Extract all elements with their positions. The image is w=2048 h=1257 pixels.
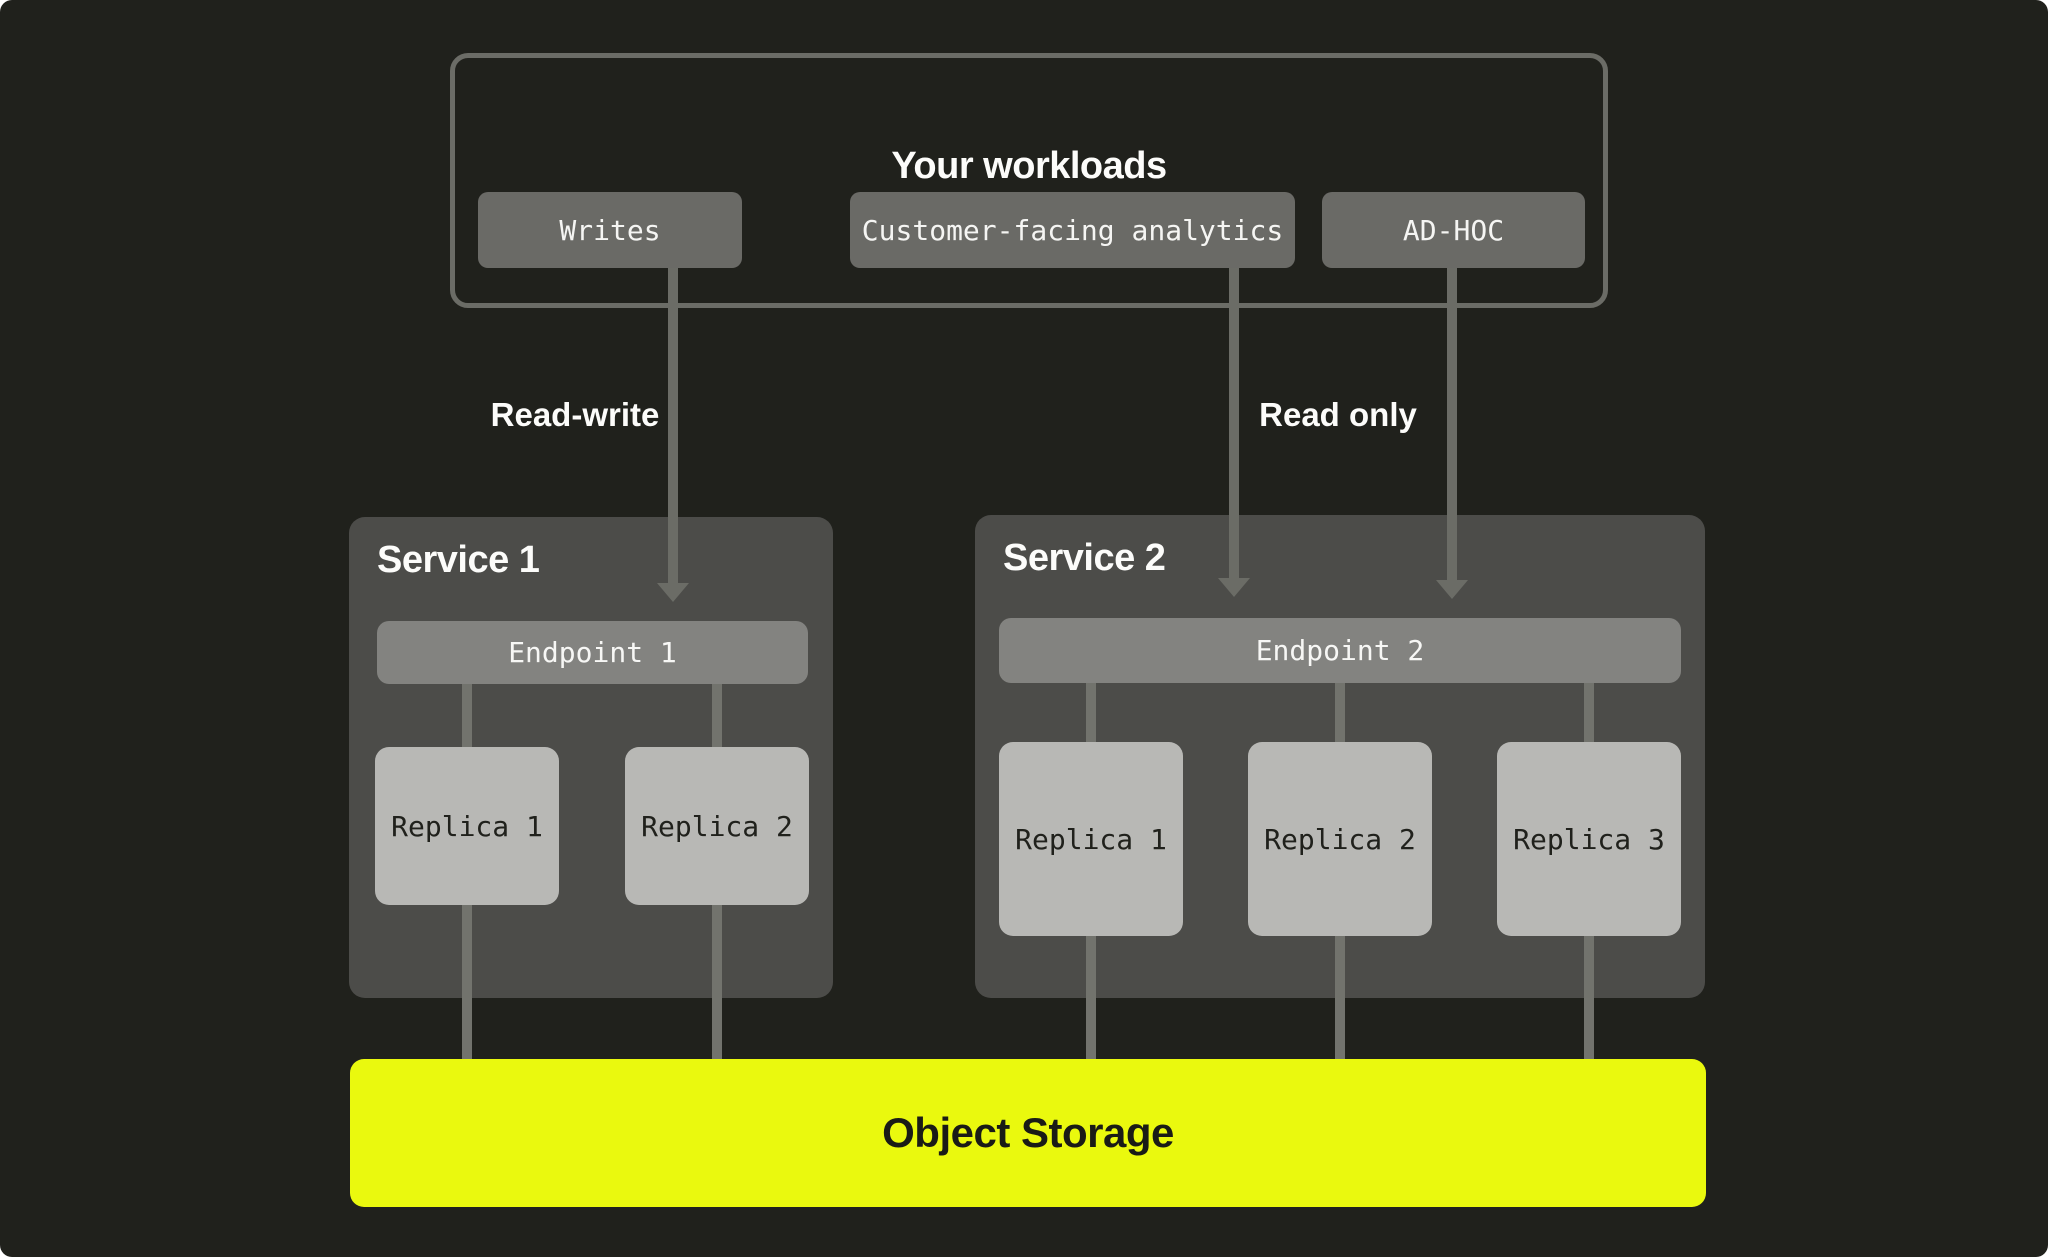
service-1-replica-2-node: Replica 2 [625, 747, 809, 905]
read-write-label: Read-write [490, 396, 660, 433]
workload-node-customer-facing-analytics: Customer-facing analytics [850, 192, 1295, 268]
endpoint-2-node: Endpoint 2 [999, 618, 1681, 683]
workloads-title: Your workloads [891, 145, 1167, 187]
service-2-replica-2-node: Replica 2 [1248, 742, 1432, 936]
workload-node-writes: Writes [478, 192, 742, 268]
service-2-title: Service 2 [1003, 537, 1166, 579]
endpoint-1-node: Endpoint 1 [377, 621, 808, 684]
arrow-line-analytics-to-endpoint2 [1229, 268, 1239, 579]
arrow-line-writes-to-endpoint1 [668, 268, 678, 584]
read-only-label: Read only [1259, 396, 1417, 433]
arrow-down-icon [1218, 578, 1250, 597]
service-2-replica-1-node: Replica 1 [999, 742, 1183, 936]
service-2-replica-3-node: Replica 3 [1497, 742, 1681, 936]
service-1-replica-1-node: Replica 1 [375, 747, 559, 905]
arrow-down-icon [657, 583, 689, 602]
arrow-line-adhoc-to-endpoint2 [1447, 268, 1457, 581]
workloads-group-box: Your workloads Writes Customer-facing an… [450, 53, 1608, 308]
arrow-down-icon [1436, 580, 1468, 599]
object-storage-node: Object Storage [350, 1059, 1706, 1207]
service-1-title: Service 1 [377, 539, 540, 581]
workload-node-ad-hoc: AD-HOC [1322, 192, 1585, 268]
